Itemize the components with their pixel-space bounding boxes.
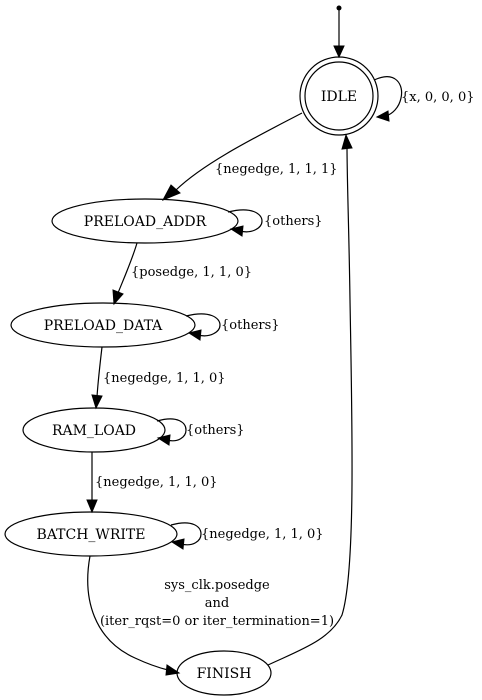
edge-ram-load-self-loop-arrowhead xyxy=(156,434,171,446)
state-idle-inner-ring xyxy=(304,61,374,131)
state-preload-addr: PRELOAD_ADDR xyxy=(51,198,239,244)
edge-batch-write-self-loop-arrowhead xyxy=(170,538,185,550)
state-preload-addr-shape xyxy=(51,198,239,244)
edge-ram-load-to-batch-write-arrowhead xyxy=(86,499,98,514)
edge-preload-data-self-loop-arrowhead xyxy=(187,329,202,341)
edge-ram-load-self-loop xyxy=(156,418,187,442)
state-batch-write: BATCH_WRITE xyxy=(4,511,178,557)
state-finish-label: FINISH xyxy=(197,666,252,682)
edge-idle-to-preload-addr xyxy=(175,112,303,191)
state-preload-data-shape xyxy=(10,302,196,348)
state-finish: FINISH xyxy=(176,650,272,696)
edge-batch-write-to-finish-label-line-1: sys_clk.posedge xyxy=(164,578,270,593)
state-idle-outer-ring xyxy=(299,56,379,136)
state-preload-addr-label: PRELOAD_ADDR xyxy=(84,214,207,230)
state-ram-load-label: RAM_LOAD xyxy=(52,423,136,439)
state-idle: IDLE xyxy=(299,56,379,136)
edge-preload-data-to-ram-load xyxy=(96,346,103,398)
state-batch-write-shape xyxy=(4,511,178,557)
edge-preload-data-to-ram-load-arrowhead xyxy=(91,394,103,410)
edge-preload-addr-to-preload-data xyxy=(117,242,138,294)
edge-batch-write-self-loop-label: {negedge, 1, 1, 0} xyxy=(201,527,324,542)
edge-preload-data-self-loop-label: {others} xyxy=(221,318,280,333)
edge-idle-self-loop-label: {x, 0, 0, 0} xyxy=(401,90,474,105)
edge-batch-write-self-loop xyxy=(170,522,202,546)
initial-point xyxy=(336,5,342,11)
state-ram-load: RAM_LOAD xyxy=(22,407,166,453)
state-ram-load-shape xyxy=(22,407,166,453)
edge-batch-write-to-finish-label-line-3: (iter_rqst=0 or iter_termination=1) xyxy=(100,614,334,629)
edge-ram-load-to-batch-write-label: {negedge, 1, 1, 0} xyxy=(95,475,218,490)
state-preload-data-label: PRELOAD_DATA xyxy=(44,318,163,334)
edge-preload-data-self-loop xyxy=(185,313,221,337)
edge-idle-self-loop xyxy=(373,76,403,117)
edge-preload-addr-self-loop-arrowhead xyxy=(229,225,244,237)
edge-preload-addr-self-loop-label: {others} xyxy=(264,214,323,229)
state-idle-label: IDLE xyxy=(321,89,357,105)
edge-preload-addr-self-loop xyxy=(227,209,263,233)
edge-batch-write-to-finish-label-line-2: and xyxy=(205,596,229,611)
edge-preload-data-to-ram-load-label: {negedge, 1, 1, 0} xyxy=(103,371,226,386)
state-finish-shape xyxy=(176,650,272,696)
edge-idle-self-loop-arrowhead xyxy=(375,110,390,122)
state-preload-data: PRELOAD_DATA xyxy=(10,302,196,348)
edge-batch-write-to-finish xyxy=(87,555,169,671)
initial-arrowhead xyxy=(333,45,345,59)
edge-idle-to-preload-addr-label: {negedge, 1, 1, 1} xyxy=(215,162,338,177)
edge-idle-to-preload-addr-arrowhead xyxy=(161,184,181,201)
edge-preload-addr-to-preload-data-arrowhead xyxy=(112,289,124,306)
edge-finish-to-idle xyxy=(267,144,353,666)
edge-preload-addr-to-preload-data-label: {posedge, 1, 1, 0} xyxy=(131,265,252,280)
edge-finish-to-idle-arrowhead xyxy=(341,133,353,150)
edge-batch-write-to-finish-arrowhead xyxy=(165,664,181,676)
state-batch-write-label: BATCH_WRITE xyxy=(37,527,146,543)
edge-ram-load-self-loop-label: {others} xyxy=(186,423,245,438)
